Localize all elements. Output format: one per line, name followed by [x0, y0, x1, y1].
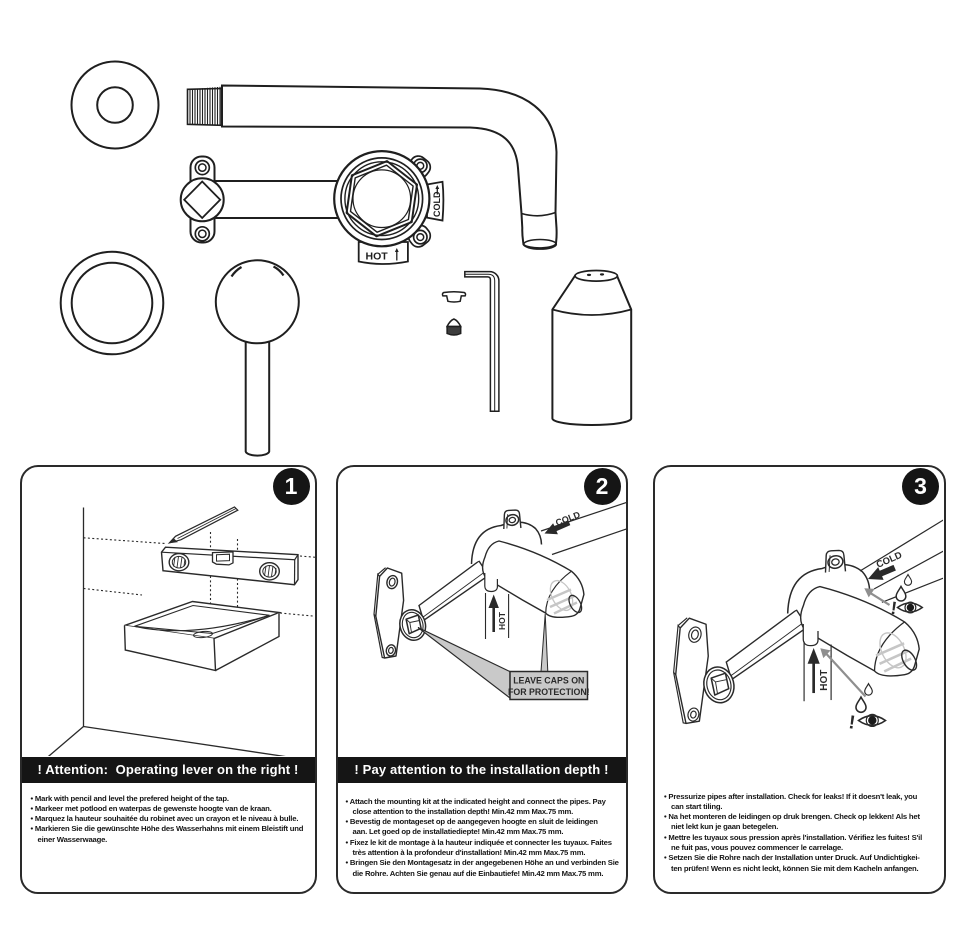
svg-text:HOT: HOT: [497, 611, 507, 630]
svg-text:HOT: HOT: [819, 669, 830, 690]
svg-text:COLD: COLD: [432, 191, 442, 217]
svg-text:FOR PROTECTION!: FOR PROTECTION!: [507, 687, 589, 697]
svg-text:!: !: [889, 597, 898, 618]
svg-text:!: !: [847, 712, 856, 734]
svg-text:LEAVE CAPS ON: LEAVE CAPS ON: [513, 675, 584, 685]
svg-text:HOT: HOT: [366, 251, 389, 263]
